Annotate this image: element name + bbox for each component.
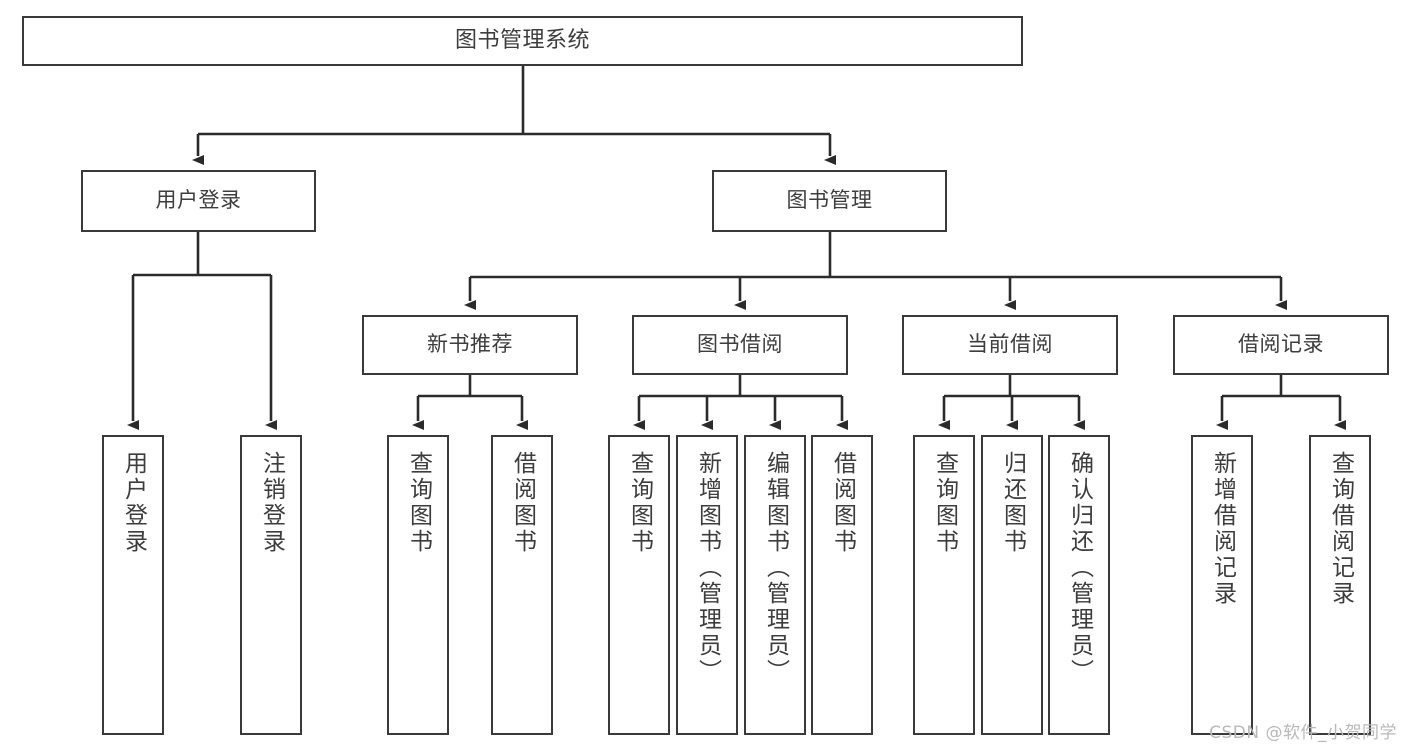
node-leaf-add-book-label: 新增图书（管理员） [694, 451, 721, 685]
node-root-label: 图书管理系统 [454, 27, 590, 53]
node-leaf-user-logout[interactable]: 注销登录 [240, 435, 302, 735]
node-leaf-borrow-book-1-label: 借阅图书 [509, 451, 536, 555]
node-leaf-borrow-book-2[interactable]: 借阅图书 [811, 435, 873, 735]
node-leaf-edit-book[interactable]: 编辑图书（管理员） [744, 435, 806, 735]
node-leaf-add-book[interactable]: 新增图书（管理员） [676, 435, 738, 735]
node-leaf-edit-book-label: 编辑图书（管理员） [762, 451, 789, 685]
node-leaf-confirm-return-label: 确认归还（管理员） [1066, 451, 1093, 685]
node-leaf-query-book-2-label: 查询图书 [626, 451, 653, 555]
node-borrow-records[interactable]: 借阅记录 [1173, 315, 1389, 375]
node-new-book-recommend[interactable]: 新书推荐 [362, 315, 578, 375]
node-current-borrow[interactable]: 当前借阅 [902, 315, 1118, 375]
node-leaf-query-book-1[interactable]: 查询图书 [387, 435, 449, 735]
node-user-login-label: 用户登录 [155, 188, 242, 213]
node-book-borrow-label: 图书借阅 [697, 332, 783, 357]
node-leaf-query-record-label: 查询借阅记录 [1327, 451, 1354, 607]
node-leaf-query-record[interactable]: 查询借阅记录 [1309, 435, 1371, 735]
node-leaf-return-book[interactable]: 归还图书 [981, 435, 1043, 735]
node-leaf-user-login[interactable]: 用户登录 [102, 435, 164, 735]
node-leaf-borrow-book-2-label: 借阅图书 [829, 451, 856, 555]
node-book-borrow[interactable]: 图书借阅 [632, 315, 848, 375]
node-leaf-query-book-2[interactable]: 查询图书 [608, 435, 670, 735]
node-borrow-records-label: 借阅记录 [1238, 332, 1324, 357]
node-leaf-borrow-book-1[interactable]: 借阅图书 [491, 435, 553, 735]
node-leaf-query-book-1-label: 查询图书 [405, 451, 432, 555]
node-leaf-query-book-3-label: 查询图书 [931, 451, 958, 555]
node-leaf-query-book-3[interactable]: 查询图书 [913, 435, 975, 735]
node-leaf-add-record[interactable]: 新增借阅记录 [1191, 435, 1253, 735]
node-current-borrow-label: 当前借阅 [967, 332, 1053, 357]
node-new-book-recommend-label: 新书推荐 [427, 332, 513, 357]
node-leaf-confirm-return[interactable]: 确认归还（管理员） [1048, 435, 1110, 735]
node-user-login[interactable]: 用户登录 [81, 170, 316, 232]
node-leaf-user-logout-label: 注销登录 [258, 451, 285, 555]
node-leaf-add-record-label: 新增借阅记录 [1209, 451, 1236, 607]
node-book-management-label: 图书管理 [786, 188, 873, 213]
node-leaf-user-login-label: 用户登录 [120, 451, 147, 555]
node-root[interactable]: 图书管理系统 [22, 16, 1023, 66]
csdn-watermark: CSDN @软件_小贺同学 [1209, 723, 1397, 743]
node-leaf-return-book-label: 归还图书 [999, 451, 1026, 555]
node-book-management[interactable]: 图书管理 [712, 170, 947, 232]
